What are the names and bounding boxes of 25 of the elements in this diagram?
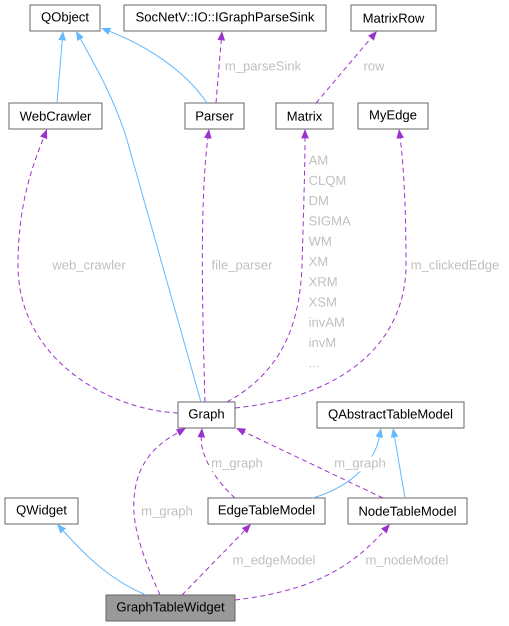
edge-label: AM CLQM DM SIGMA WM XM XRM XSM invAM invM ...	[308, 156, 351, 368]
edge-label: web_crawler	[51, 258, 127, 274]
edge-label: m_edgeModel	[231, 554, 317, 568]
class-box: Parser	[184, 102, 244, 130]
class-box: EdgeTableModel	[208, 498, 326, 524]
class-box: QWidget	[4, 498, 78, 524]
edge-label: m_parseSink	[224, 60, 302, 74]
class-box: MatrixRow	[350, 4, 436, 32]
class-box: QAbstractTableModel	[316, 402, 464, 428]
class-box: NodeTableModel	[348, 498, 468, 524]
class-box: MyEdge	[358, 102, 428, 130]
class-box: GraphTableWidget	[106, 594, 236, 622]
edge-label: m_graph	[210, 456, 264, 472]
edge-label: m_clickedEdge	[409, 258, 501, 274]
edge-label: m_graph	[332, 456, 388, 472]
edge-label: m_graph	[140, 504, 194, 520]
edge-label: file_parser	[210, 258, 274, 274]
class-box: Matrix	[276, 102, 334, 130]
class-box: SocNetV::IO::IGraphParseSink	[124, 4, 326, 32]
edge-label: m_nodeModel	[364, 554, 450, 568]
dashed-arrow	[182, 524, 251, 596]
edge-label: row	[362, 62, 386, 72]
class-box: Graph	[178, 402, 236, 428]
class-box: QObject	[30, 4, 100, 32]
class-box: WebCrawler	[8, 102, 102, 130]
